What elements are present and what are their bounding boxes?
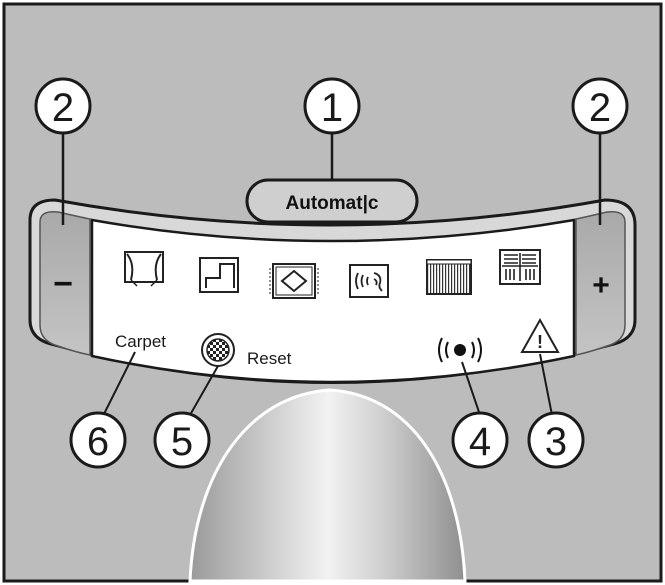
callout-2-right: 2	[571, 77, 629, 135]
svg-text:3: 3	[545, 420, 567, 464]
callout-5: 5	[153, 411, 211, 469]
svg-text:1: 1	[321, 86, 343, 130]
svg-text:6: 6	[87, 420, 109, 464]
svg-text:2: 2	[52, 86, 74, 130]
acoustic-icon[interactable]	[349, 264, 389, 298]
callout-4: 4	[451, 411, 509, 469]
carpet-label: Carpet	[115, 332, 166, 351]
tile-floor-icon[interactable]	[499, 249, 541, 285]
plus-label: +	[592, 269, 610, 302]
minus-label: −	[53, 265, 73, 303]
leader-line-5	[189, 365, 219, 416]
rug-icon[interactable]	[269, 263, 319, 299]
svg-text:4: 4	[469, 420, 491, 464]
upholstery-icon[interactable]	[199, 257, 239, 293]
warning-triangle-icon: !	[520, 317, 560, 353]
dome-knob	[188, 388, 467, 583]
curtain-icon[interactable]	[124, 251, 164, 287]
callout-1: 1	[303, 77, 361, 135]
leader-line-3	[539, 353, 553, 416]
sensor-indicator-icon	[438, 337, 482, 363]
automatic-button-label: Automat|c	[286, 193, 379, 214]
automatic-button[interactable]: Automat|c	[245, 178, 419, 224]
plus-button[interactable]: +	[575, 210, 626, 356]
reset-label: Reset	[247, 349, 292, 368]
svg-text:5: 5	[171, 420, 193, 464]
callout-6: 6	[69, 411, 127, 469]
leader-line-4	[461, 361, 481, 416]
leader-line-6	[101, 351, 136, 419]
svg-text:!: !	[537, 332, 543, 352]
reset-button[interactable]: Reset	[201, 333, 292, 368]
callout-2-left: 2	[34, 77, 92, 135]
svg-text:2: 2	[589, 86, 611, 130]
callout-3: 3	[527, 411, 585, 469]
minus-button[interactable]: −	[39, 210, 91, 356]
textured-carpet-icon[interactable]	[426, 259, 472, 295]
display-panel	[90, 218, 576, 384]
